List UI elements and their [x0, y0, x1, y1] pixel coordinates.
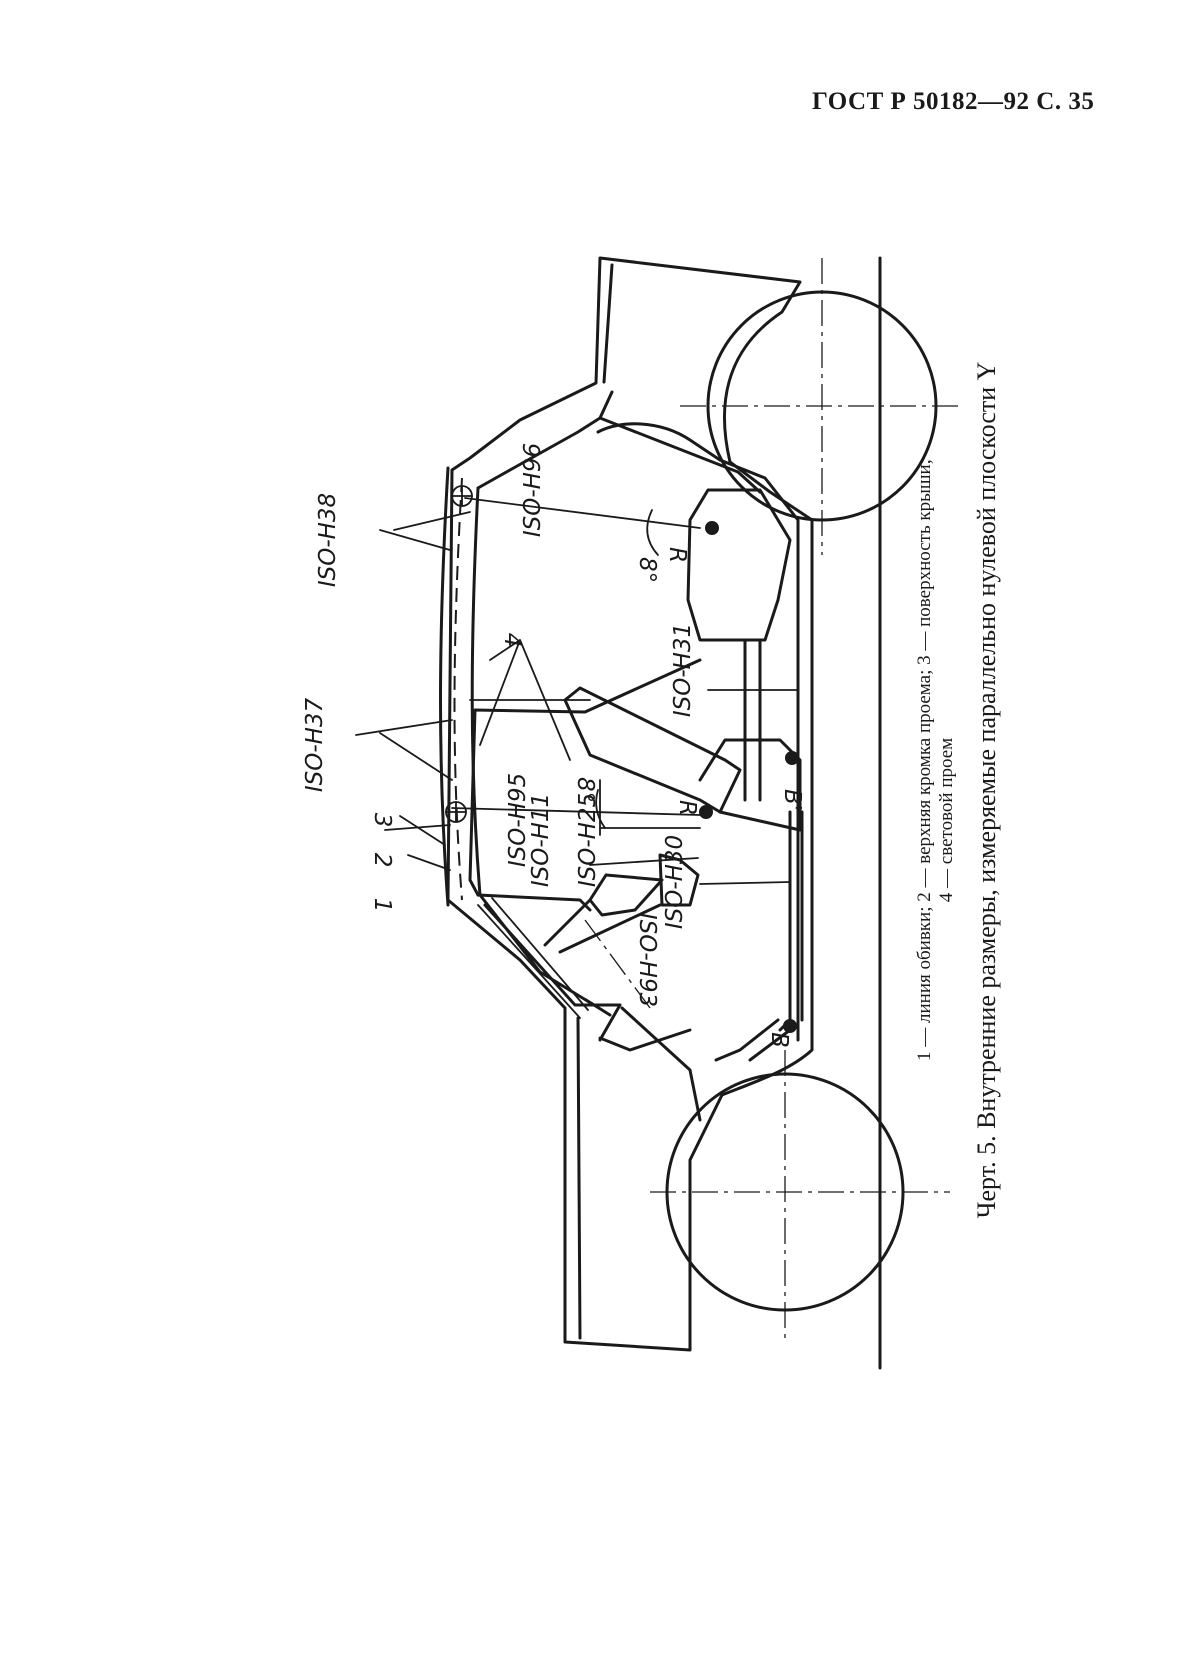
steering-axis [584, 919, 651, 1009]
label-angle-front: 8° [572, 777, 598, 803]
body-inner-outline [576, 263, 800, 1340]
front-seat-back [563, 686, 742, 814]
rear-seat-back [596, 422, 722, 462]
rear-seat-ref-point [705, 521, 719, 535]
front-seat-cushion [698, 738, 802, 832]
label-number-2: 2 [369, 853, 395, 868]
label-number-4: 4 [499, 633, 525, 648]
figure-legend-line1: 1 — линия обивки; 2 — верхняя кромка про… [914, 459, 935, 1061]
steering-column [543, 873, 664, 954]
body-outline [446, 256, 814, 1352]
rear-wheel [680, 258, 960, 555]
point-b-prime [785, 751, 799, 765]
point-b [783, 1019, 797, 1033]
label-number-1: 1 [369, 898, 395, 913]
front-wheel [650, 1050, 950, 1340]
label-h93: ISO-H93 [634, 913, 660, 1007]
rear-pillar [476, 390, 762, 494]
label-h11: ISO-H11 [528, 793, 554, 887]
figure-legend-line2: 4 — световой проем [936, 738, 957, 902]
label-h95: ISO-H95 [505, 773, 531, 867]
label-b-prime: B' [779, 789, 805, 811]
label-angle-rear: 8° [634, 557, 660, 583]
dimension-lines [355, 485, 799, 885]
label-r-rear: R [664, 547, 690, 563]
dashboard [598, 1006, 702, 1122]
windscreen-glass [477, 897, 589, 1019]
roof [439, 466, 482, 907]
label-h38: ISO-H38 [315, 493, 341, 587]
label-h31: ISO-H31 [670, 623, 696, 717]
floor-line [743, 638, 762, 802]
a-pillar [478, 893, 622, 1042]
label-r-front: R [674, 800, 700, 816]
label-h30: ISO-H30 [662, 835, 688, 929]
label-h25: ISO-H25 [575, 793, 601, 887]
rear-seat [686, 488, 792, 642]
label-b: B [766, 1032, 792, 1048]
page-header: ГОСТ Р 50182—92 С. 35 [812, 88, 1095, 115]
label-h96: ISO-H96 [520, 443, 546, 537]
pedal [714, 1018, 792, 1062]
light-opening [468, 658, 702, 912]
front-seat-ref-point [699, 805, 713, 819]
label-h37: ISO-H37 [302, 697, 328, 792]
label-number-3: 3 [369, 813, 395, 828]
figure-title: Черт. 5. Внутренние размеры, измеряемые … [972, 361, 1001, 1218]
